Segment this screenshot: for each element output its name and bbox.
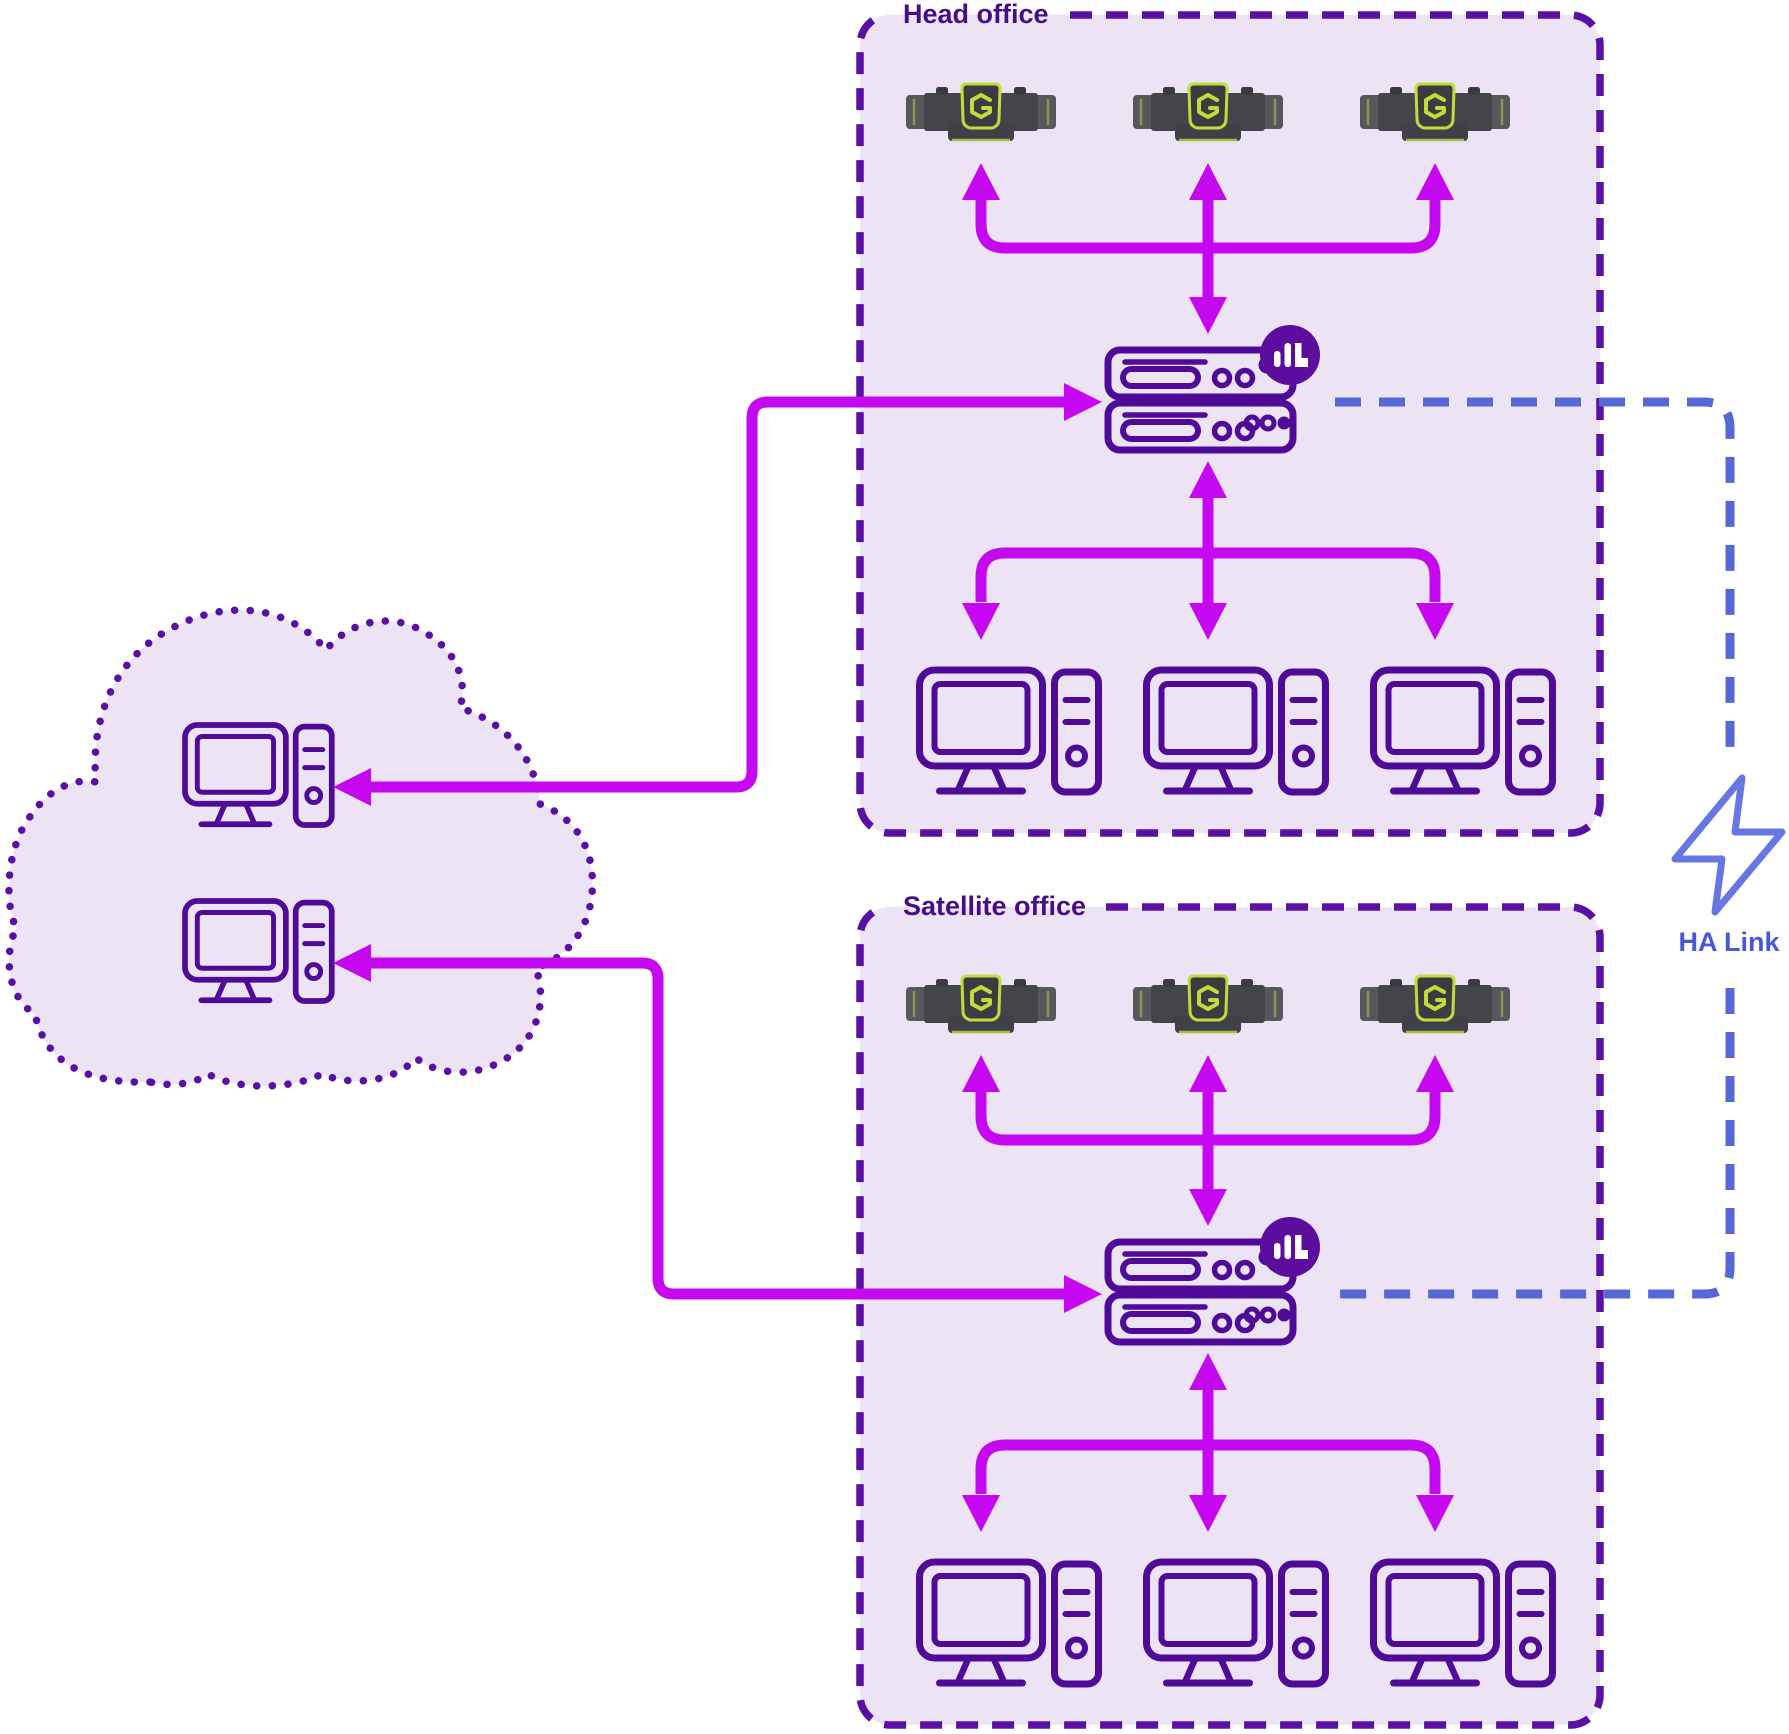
satellite-office-box [856, 903, 1604, 1729]
head-office-box [856, 11, 1604, 837]
cloud-to-head-office-arrow [333, 383, 1102, 806]
lightning-bolt-icon [1671, 774, 1786, 916]
ha-link-label: HA Link [1678, 927, 1780, 957]
ha-link-line-top [1335, 397, 1735, 760]
cloud-shape [5, 606, 597, 1090]
cloud-to-satellite-office-arrow [333, 944, 1102, 1313]
head-office-title: Head office [885, 0, 1067, 32]
satellite-office-title: Satellite office [885, 889, 1105, 924]
ha-link-line-bottom [1340, 988, 1735, 1299]
